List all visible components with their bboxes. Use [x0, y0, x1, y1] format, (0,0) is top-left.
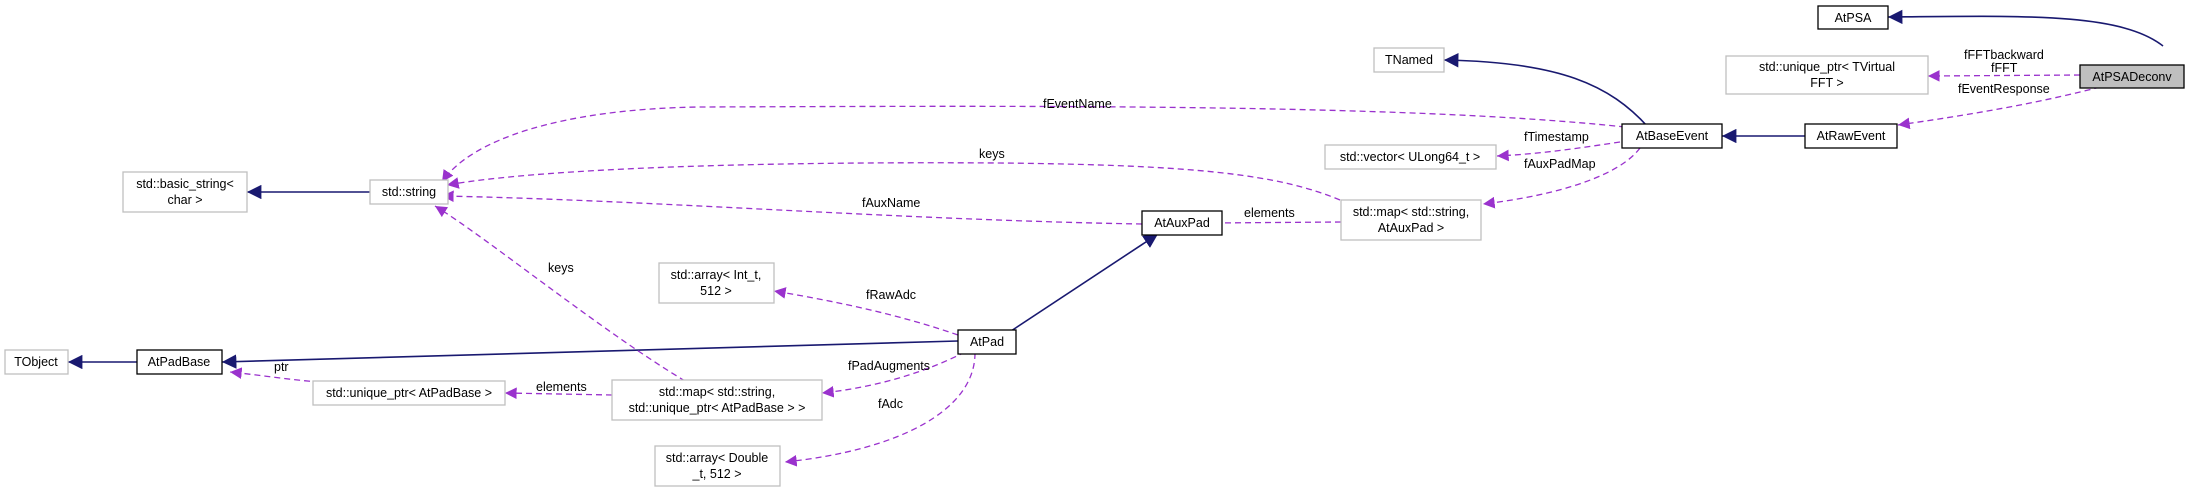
edge-atpad-to-atauxpad	[1010, 233, 1159, 332]
node-atpad[interactable]: AtPad	[957, 329, 1017, 355]
edge-feventname	[441, 105, 1626, 183]
node-label-line2: _t, 512 >	[692, 467, 742, 481]
edge-ftimestamp	[1496, 141, 1621, 162]
edge-fadc	[784, 352, 976, 467]
node-atbaseevent[interactable]: AtBaseEvent	[1621, 123, 1723, 149]
edge-labels: fFFTbackward fFFT fEventResponse fEventN…	[274, 48, 2050, 411]
label-elements-aux: elements	[1244, 206, 1295, 220]
node-label: AtPSADeconv	[2092, 70, 2172, 84]
node-label: AtBaseEvent	[1636, 129, 1709, 143]
label-ftimestamp: fTimestamp	[1524, 130, 1589, 144]
label-feventresponse: fEventResponse	[1958, 82, 2050, 96]
nodes: AtPSADeconv AtPSA std::unique_ptr< TVirt…	[4, 5, 2185, 487]
edge-keys-left	[434, 205, 686, 382]
label-keys-top: keys	[979, 147, 1005, 161]
node-label: std::map< std::string,	[659, 385, 775, 399]
node-map-atauxpad[interactable]: std::map< std::string, AtAuxPad >	[1340, 199, 1482, 241]
node-label-line2: 512 >	[700, 284, 732, 298]
node-unique-ptr-atpadbase[interactable]: std::unique_ptr< AtPadBase >	[312, 380, 506, 406]
node-label: TNamed	[1385, 53, 1433, 67]
edge-atpsadeconv-to-atpsa	[1887, 9, 2164, 47]
node-label: std::unique_ptr< TVirtual	[1759, 60, 1895, 74]
edge-feventresponse	[1897, 86, 2101, 130]
node-unique-ptr-tvirtualfft[interactable]: std::unique_ptr< TVirtual FFT >	[1725, 55, 1929, 95]
node-tnamed[interactable]: TNamed	[1373, 47, 1445, 73]
node-label: std::array< Int_t,	[671, 268, 762, 282]
edge-fauxpadmap	[1482, 147, 1641, 209]
node-atrawevent[interactable]: AtRawEvent	[1804, 123, 1898, 149]
node-label: TObject	[14, 355, 58, 369]
node-std-string[interactable]: std::string	[369, 179, 449, 205]
edge-fpadaugments	[821, 351, 966, 398]
node-label-line2: AtAuxPad >	[1378, 221, 1444, 235]
label-fauxpadmap: fAuxPadMap	[1524, 157, 1596, 171]
label-ffft: fFFT	[1991, 61, 2018, 75]
node-label: std::vector< ULong64_t >	[1340, 150, 1480, 164]
label-ptr: ptr	[274, 360, 289, 374]
edge-keys-top	[446, 162, 1341, 201]
node-atauxpad[interactable]: AtAuxPad	[1141, 210, 1223, 236]
node-label: std::basic_string<	[136, 177, 234, 191]
node-map-atpadbase[interactable]: std::map< std::string, std::unique_ptr< …	[611, 379, 823, 421]
node-label: AtPad	[970, 335, 1004, 349]
node-label-line2: char >	[167, 193, 202, 207]
edges	[68, 9, 2164, 467]
node-label: AtRawEvent	[1817, 129, 1886, 143]
node-array-int[interactable]: std::array< Int_t, 512 >	[658, 262, 775, 304]
node-atpsadeconv[interactable]: AtPSADeconv	[2079, 64, 2185, 89]
label-keys-left: keys	[548, 261, 574, 275]
node-label: std::string	[382, 185, 436, 199]
edge-fft-members	[1927, 70, 2081, 82]
label-fauxname: fAuxName	[862, 196, 920, 210]
label-fadc: fAdc	[878, 397, 903, 411]
node-label: std::unique_ptr< AtPadBase >	[326, 386, 492, 400]
node-label: AtPadBase	[148, 355, 211, 369]
node-label-line2: FFT >	[1810, 76, 1843, 90]
node-tobject[interactable]: TObject	[4, 349, 69, 375]
edge-elements-pad	[504, 387, 613, 400]
label-fpadaugments: fPadAugments	[848, 359, 930, 373]
edge-frawadc	[773, 287, 959, 336]
edge-elements-aux	[1209, 217, 1342, 229]
label-elements-pad: elements	[536, 380, 587, 394]
node-label-line2: std::unique_ptr< AtPadBase > >	[629, 401, 806, 415]
node-label: AtAuxPad	[1154, 216, 1210, 230]
edge-fauxname	[441, 190, 1143, 225]
node-label: std::array< Double	[666, 451, 769, 465]
node-label: std::map< std::string,	[1353, 205, 1469, 219]
label-frawadc: fRawAdc	[866, 288, 916, 302]
node-basic-string[interactable]: std::basic_string< char >	[122, 171, 248, 213]
label-ffftbackward: fFFTbackward	[1964, 48, 2044, 62]
label-feventname: fEventName	[1043, 97, 1112, 111]
edge-ptr	[229, 367, 321, 383]
node-label: AtPSA	[1835, 11, 1872, 25]
edge-atpad-to-atpadbase	[221, 340, 959, 369]
node-vector-ulong64[interactable]: std::vector< ULong64_t >	[1324, 144, 1497, 170]
edge-atbaseevent-to-tnamed	[1443, 53, 1649, 128]
node-atpadbase[interactable]: AtPadBase	[136, 349, 223, 375]
node-array-double[interactable]: std::array< Double _t, 512 >	[654, 445, 781, 487]
node-atpsa[interactable]: AtPSA	[1817, 5, 1889, 30]
